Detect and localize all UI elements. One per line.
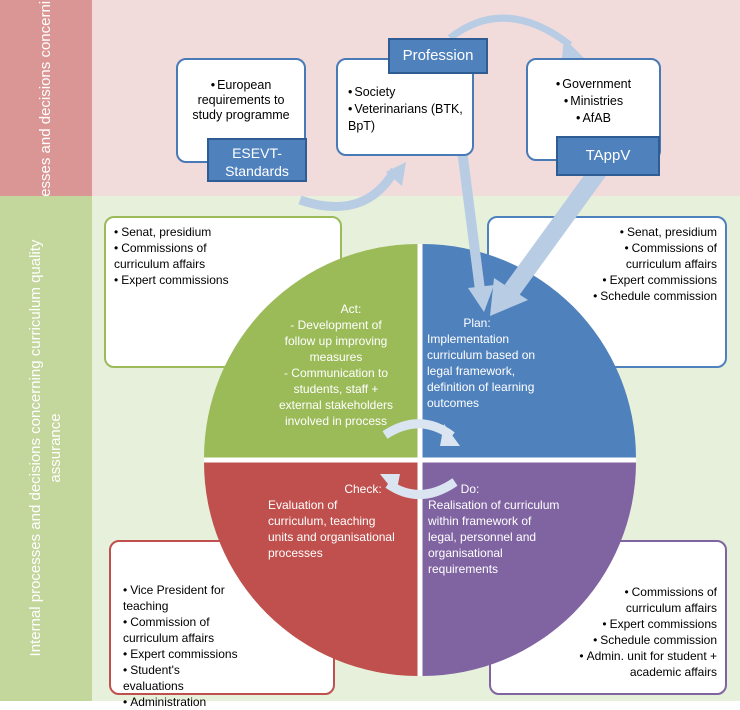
check-quadrant xyxy=(204,462,418,676)
tappv-item: AfAB xyxy=(534,110,653,127)
do-quadrant xyxy=(422,462,636,676)
plan-title: Plan: xyxy=(463,316,491,330)
plan-stakeholder-item: Senat, presidium xyxy=(581,224,717,240)
act-text-line: students, staff + xyxy=(293,382,379,396)
do-stakeholder-item: Commissions of curriculum affairs xyxy=(567,584,717,616)
esevt-tag: ESEVT-Standards xyxy=(207,138,307,182)
cycle-arrowhead-top xyxy=(440,424,460,446)
external-side-label-bg: External processes and decisions concern… xyxy=(0,0,92,285)
do-title: Do: xyxy=(460,482,480,496)
plan-stakeholder-item: Schedule commission xyxy=(581,288,717,304)
check-stakeholder-item: Expert commissions xyxy=(123,646,243,662)
do-text-line: within framework of xyxy=(428,514,532,528)
arrowhead-profession-plan xyxy=(468,285,494,312)
act-title: Act: xyxy=(340,302,362,316)
do-text-line: requirements xyxy=(428,562,499,576)
act-text-line: follow up improving xyxy=(284,334,388,348)
act-quadrant xyxy=(204,244,418,458)
check-text: Check: Evaluation of curriculum, teaching… xyxy=(268,481,418,561)
plan-stakeholder-item: Commissions of curriculum affairs xyxy=(581,240,717,272)
do-stakeholder-item: Expert commissions xyxy=(567,616,717,632)
internal-side-label-bg: Internal processes and decisions concern… xyxy=(0,196,92,701)
do-text-line: legal, personnel and xyxy=(428,530,537,544)
act-text: Act: - Development of follow up improving… xyxy=(262,301,410,429)
check-title: Check: xyxy=(344,482,382,496)
esevt-item: European requirements to study programme xyxy=(184,78,298,123)
arrowhead-esevt-profession xyxy=(386,162,406,186)
arrow-profession-plan xyxy=(457,149,485,291)
plan-text-line: Implementation xyxy=(427,332,510,346)
act-text-line: - Development of xyxy=(290,318,382,332)
do-stakeholder-item: Schedule commission xyxy=(567,632,717,648)
check-stakeholder-item: Student's evaluations xyxy=(123,662,243,694)
plan-text-line: curriculum based on xyxy=(427,348,536,362)
plan-text: Plan: Implementation curriculum based on l… xyxy=(427,315,567,411)
arrowhead-profession-tappv xyxy=(562,38,584,58)
do-text-line: Realisation of curriculum xyxy=(428,498,560,512)
profession-item: Society xyxy=(348,84,466,101)
cycle-arrowhead-bottom xyxy=(380,474,400,494)
act-text-line: measures xyxy=(309,350,363,364)
do-stakeholder-item: Admin. unit for student + academic affai… xyxy=(567,648,717,680)
check-text-line: curriculum, teaching xyxy=(268,514,376,528)
check-stakeholder-item: Vice President for teaching xyxy=(123,582,243,614)
act-text-line: external stakeholders xyxy=(278,398,394,412)
act-stakeholder-item: Senat, presidium xyxy=(114,224,244,240)
curved-arrow-profession-tappv xyxy=(447,14,573,48)
plan-text-line: outcomes xyxy=(427,396,480,410)
plan-text-line: legal framework, xyxy=(427,364,516,378)
tappv-item: Government xyxy=(534,76,653,93)
profession-item: Veterinarians (BTK, BpT) xyxy=(348,101,466,135)
check-text-line: Evaluation of xyxy=(268,498,338,512)
arrowhead-tappv-plan xyxy=(490,278,528,316)
tappv-item: Ministries xyxy=(534,93,653,110)
profession-tag: Profession xyxy=(388,38,488,74)
arrow-tappv-plan xyxy=(504,160,610,296)
check-text-line: processes xyxy=(268,546,323,560)
curved-arrow-esevt-profession xyxy=(298,167,399,211)
act-text-line: - Communication to xyxy=(283,366,389,380)
plan-text-line: definition of learning xyxy=(427,380,535,394)
check-stakeholder-item: Commission of curriculum affairs xyxy=(123,614,243,646)
tappv-tag: TAppV xyxy=(556,136,660,176)
do-text-line: organisational xyxy=(428,546,503,560)
plan-stakeholder-item: Expert commissions xyxy=(581,272,717,288)
do-text: Do: Realisation of curriculum within fram… xyxy=(428,481,578,577)
act-text-line: involved in process xyxy=(284,414,388,428)
act-stakeholder-item: Commissions of curriculum affairs xyxy=(114,240,244,272)
check-text-line: units and organisational xyxy=(268,530,395,544)
act-stakeholder-item: Expert commissions xyxy=(114,272,244,288)
